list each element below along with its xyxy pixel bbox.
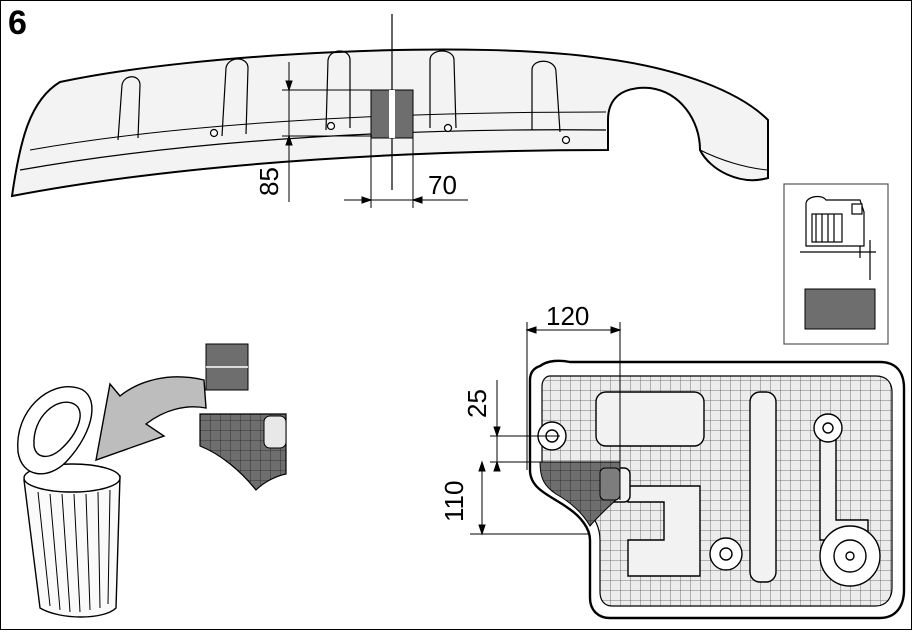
dimension-label-85: 85 — [254, 167, 284, 196]
jigsaw-icon — [783, 183, 889, 345]
bumper-dimension-lines — [282, 62, 468, 208]
dimension-label-70: 70 — [428, 170, 457, 200]
discard-arrow-icon — [95, 376, 207, 462]
mat-dimension-lines — [470, 322, 622, 536]
dimension-label-25: 25 — [462, 389, 492, 418]
dimension-label-120: 120 — [546, 301, 590, 331]
step-number: 6 — [8, 4, 27, 42]
trash-bin-icon — [17, 386, 121, 618]
removed-pieces — [199, 343, 287, 491]
bumper-cut-area — [370, 14, 414, 190]
dimension-label-110: 110 — [439, 480, 469, 522]
floor-mat — [528, 359, 906, 620]
